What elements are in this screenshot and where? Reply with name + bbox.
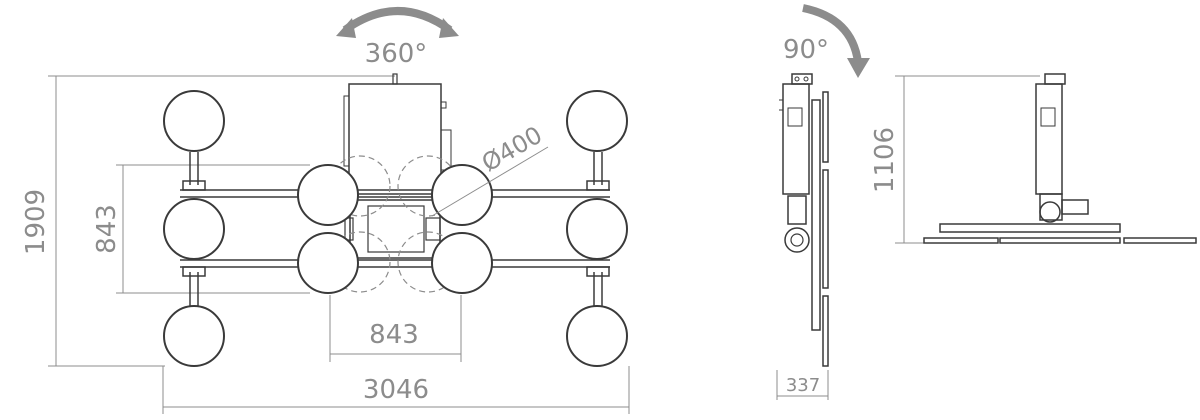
side-view: 90° <box>776 4 870 400</box>
suction-cup <box>566 305 628 367</box>
suction-cup <box>163 90 225 152</box>
rotation-360-label: 360° <box>365 39 428 69</box>
cup-diameter-leader <box>431 146 549 217</box>
dimension-inner-height <box>116 164 310 294</box>
frame <box>180 73 610 308</box>
suction-cup <box>566 198 628 260</box>
suction-cup <box>163 305 225 367</box>
suction-cup <box>566 90 628 152</box>
suction-cup <box>431 164 493 226</box>
dimension-overall-width <box>162 366 630 414</box>
profile-view <box>895 73 1197 244</box>
dimension-inner-height-label: 843 <box>92 204 122 254</box>
suction-cups <box>163 90 628 367</box>
rotation-90-label: 90° <box>783 35 829 65</box>
dimension-inner-width-label: 843 <box>369 320 419 350</box>
top-view: 360° 1909 843 843 3046 <box>21 7 630 414</box>
dimension-overall-width-label: 3046 <box>363 375 429 405</box>
dimension-inner-width <box>329 295 462 362</box>
rotation-90-arrow-icon <box>802 4 870 78</box>
suction-cup <box>297 232 359 294</box>
side-height-label: 1106 <box>870 127 900 193</box>
dimension-overall-height-label: 1909 <box>21 189 51 255</box>
suction-cup <box>163 198 225 260</box>
suction-cup <box>431 232 493 294</box>
dimension-overall-height <box>48 75 395 367</box>
side-depth-label: 337 <box>786 375 820 396</box>
suction-cup <box>297 164 359 226</box>
rotation-360-arrow-icon <box>336 7 459 38</box>
